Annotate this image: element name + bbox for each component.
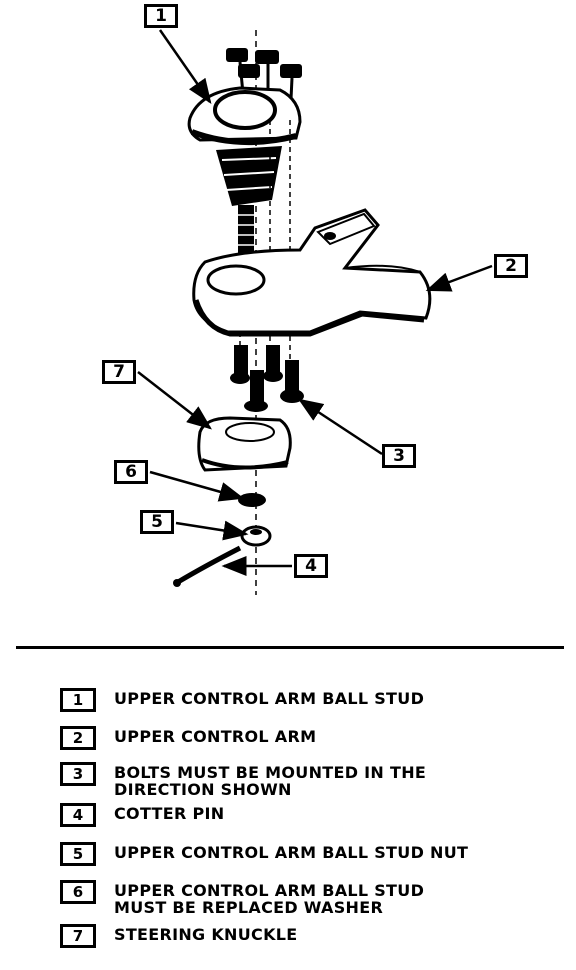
callout-1: 1	[144, 4, 178, 28]
legend-item: 7 STEERING KNUCKLE	[60, 924, 298, 948]
legend-item: 2 UPPER CONTROL ARM	[60, 726, 316, 750]
callout-4: 4	[294, 554, 328, 578]
mounting-bolts-part	[230, 345, 304, 412]
legend-number: 3	[60, 762, 96, 786]
legend-label: BOLTS MUST BE MOUNTED IN THE DIRECTION S…	[114, 763, 427, 799]
legend-label: COTTER PIN	[114, 804, 225, 823]
upper-control-arm-part	[192, 208, 432, 337]
legend-item: 5 UPPER CONTROL ARM BALL STUD NUT	[60, 842, 468, 866]
legend-item: 6 UPPER CONTROL ARM BALL STUD MUST BE RE…	[60, 880, 424, 916]
legend-number: 1	[60, 688, 96, 712]
cotter-pin-part	[176, 545, 242, 585]
callout-2: 2	[494, 254, 528, 278]
callout-7: 7	[102, 360, 136, 384]
ball-stud-nut-part	[240, 525, 272, 547]
legend-item: 3 BOLTS MUST BE MOUNTED IN THE DIRECTION…	[60, 762, 426, 798]
legend-divider	[16, 646, 564, 649]
legend-label: UPPER CONTROL ARM BALL STUD	[114, 689, 425, 708]
legend-number: 6	[60, 880, 96, 904]
exploded-view-diagram	[137, 29, 493, 595]
legend-item: 1 UPPER CONTROL ARM BALL STUD	[60, 688, 424, 712]
callout-5: 5	[140, 510, 174, 534]
legend-label: UPPER CONTROL ARM BALL STUD MUST BE REPL…	[114, 881, 425, 917]
ball-stud-part	[187, 48, 302, 255]
callout-3: 3	[382, 444, 416, 468]
legend-number: 7	[60, 924, 96, 948]
washer-part	[238, 493, 266, 507]
callout-6: 6	[114, 460, 148, 484]
leader-lines	[137, 29, 493, 576]
legend-number: 2	[60, 726, 96, 750]
legend-number: 4	[60, 803, 96, 827]
legend-label: UPPER CONTROL ARM	[114, 727, 317, 746]
legend-item: 4 COTTER PIN	[60, 803, 224, 827]
steering-knuckle-part	[197, 416, 292, 472]
legend-number: 5	[60, 842, 96, 866]
legend-label: UPPER CONTROL ARM BALL STUD NUT	[114, 843, 469, 862]
legend-label: STEERING KNUCKLE	[114, 925, 298, 944]
